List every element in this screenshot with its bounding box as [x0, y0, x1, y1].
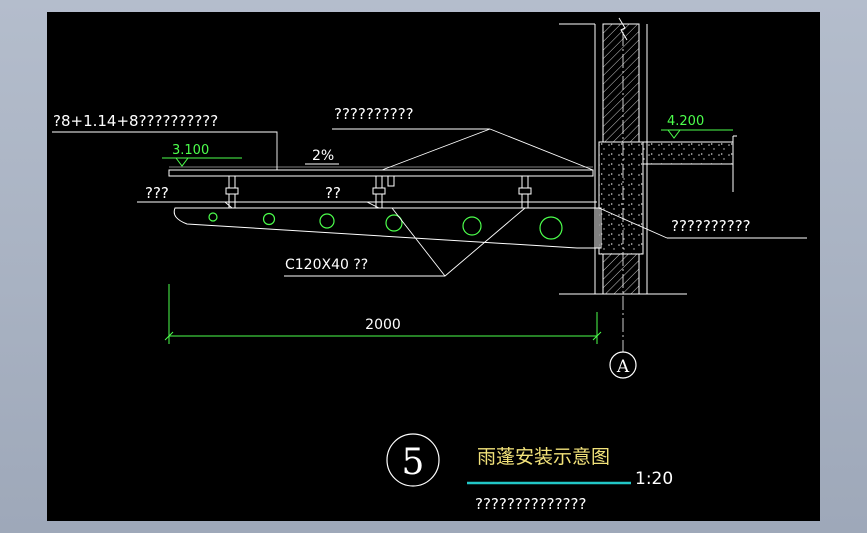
cad-drawing-canvas[interactable]: A [47, 12, 820, 521]
elevation-label-right: 4.200 [667, 114, 704, 129]
leader-lines [52, 128, 807, 277]
detail-number-bubble [386, 433, 440, 487]
elevation-marker-right: 4.200 [661, 114, 733, 139]
drawing-title: 雨蓬安装示意图 [477, 446, 610, 468]
drawing-scale: 1:20 [635, 469, 673, 489]
beam-holes [208, 212, 563, 240]
concrete-wall [559, 17, 737, 295]
detail-number: 5 [402, 442, 425, 483]
note-right: ?????????? [671, 217, 751, 235]
note-left: ??? [145, 184, 169, 202]
slope-label: 2% [312, 148, 334, 164]
axis-line-a: A [609, 32, 637, 379]
glass-panel [168, 166, 594, 177]
spec-note-top-left: ?8+1.14+8?????????? [53, 112, 218, 130]
note-channel: C120X40 ?? [285, 257, 368, 273]
steel-beam [137, 201, 602, 249]
dimension-label: 2000 [365, 317, 401, 333]
elevation-label-left: 3.100 [172, 143, 209, 158]
title-block: 5 雨蓬安装示意图 1:20 ?????????????? [386, 433, 673, 513]
drawing-subtitle: ?????????????? [475, 495, 586, 513]
note-beam: ?? [325, 184, 341, 202]
spider-fittings [224, 175, 533, 209]
axis-label: A [616, 357, 630, 377]
slope-marker: 2% [305, 148, 339, 165]
note-top-center: ?????????? [334, 105, 414, 123]
dimension-line [164, 284, 602, 344]
elevation-marker-left: 3.100 [162, 143, 242, 167]
axis-bubble [609, 351, 637, 379]
canopy-section-drawing: A [52, 17, 807, 513]
